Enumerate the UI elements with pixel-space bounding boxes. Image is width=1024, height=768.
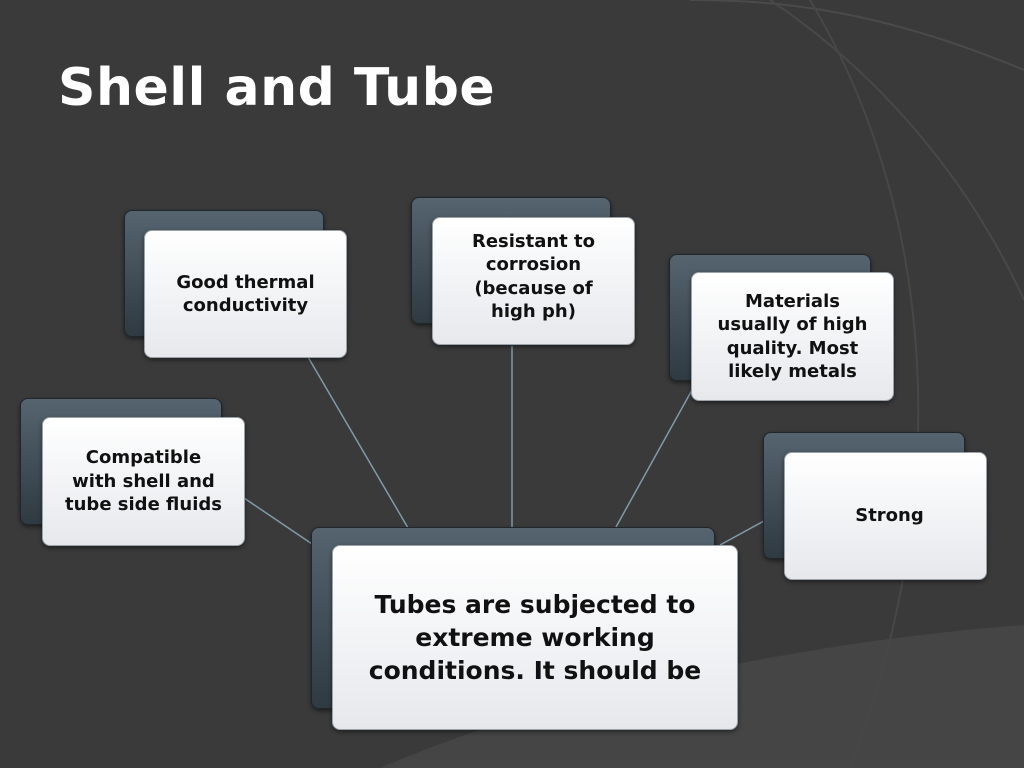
background-arc-inner (769, 0, 1024, 301)
background-arc-right (809, 0, 920, 768)
slide-title: Shell and Tube (58, 58, 496, 118)
connector-thermal (307, 356, 419, 546)
node-corrosion: Resistant to corrosion (because of high … (432, 217, 635, 345)
node-materials: Materials usually of high quality. Most … (691, 272, 894, 401)
center-node: Tubes are subjected to extreme working c… (332, 545, 738, 730)
background-arc-outer (689, 0, 1024, 71)
node-strong: Strong (784, 452, 987, 580)
node-thermal: Good thermal conductivity (144, 230, 347, 358)
connector-compatible (243, 497, 319, 549)
node-compatible: Compatible with shell and tube side flui… (42, 417, 245, 546)
connector-materials (605, 389, 693, 546)
